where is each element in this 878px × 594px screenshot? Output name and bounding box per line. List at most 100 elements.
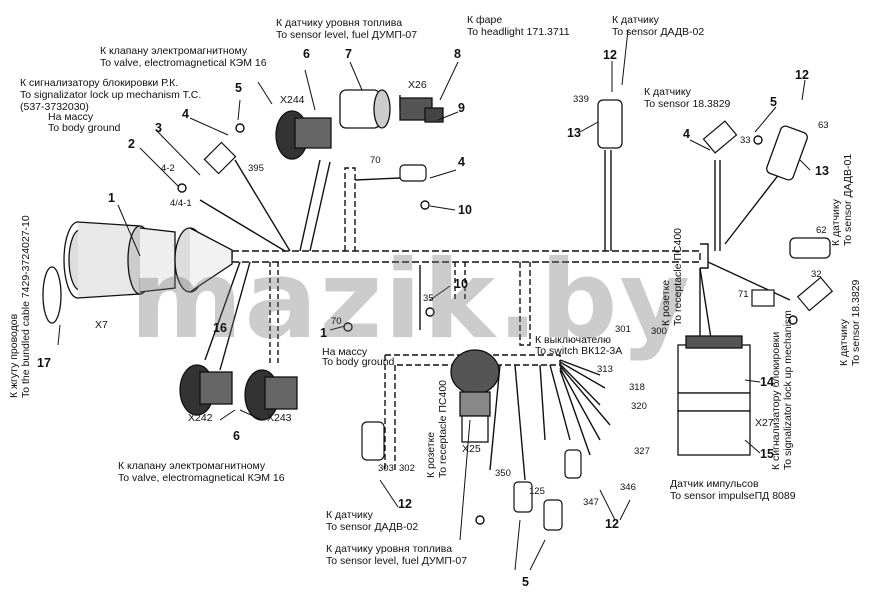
branch-x244 (299, 159, 331, 252)
label-signal-left-en: To signalizator lock up mechanism T.C. (20, 89, 202, 101)
connector-x243: X243 (267, 412, 292, 424)
wire-327: 327 (634, 446, 650, 457)
callout-5c: 5 (522, 575, 529, 589)
wire-303: 303 (378, 463, 394, 474)
callout-12a: 12 (603, 48, 617, 62)
wire-4-4-1: 4/4-1 (170, 198, 192, 209)
wire-339: 339 (573, 94, 589, 105)
label-dadv-top-en: To sensor ДАДВ-02 (612, 26, 705, 38)
x25-receptacle (450, 349, 500, 443)
callout-13a: 13 (567, 126, 581, 140)
wire-301: 301 (615, 324, 631, 335)
vlabel-receptacle-right-ru: К розетке (660, 279, 672, 326)
label-valve-top-ru: К клапану электромагнитному (100, 45, 248, 57)
label-sensor18-top-ru: К датчику (644, 86, 691, 98)
vlabel-receptacle-mid-ru: К розетке (425, 431, 437, 478)
wire-347: 347 (583, 497, 599, 508)
label-fuel-top-ru: К датчику уровня топлива (276, 17, 403, 29)
wire-4-2: 4-2 (161, 163, 175, 174)
label-valve-top-en: To valve, electromagnetical КЭМ 16 (100, 57, 267, 69)
label-ground-top-ru: На массу (48, 111, 94, 123)
label-dadv-top-ru: К датчику (612, 14, 659, 26)
callout-16: 16 (213, 321, 227, 335)
branch-mid (454, 262, 466, 300)
watermark: mazik.by (130, 238, 692, 363)
label-valve-bottom-en: To valve, electromagnetical КЭМ 16 (118, 472, 285, 484)
wire-346: 346 (620, 482, 636, 493)
callout-14: 14 (760, 375, 774, 389)
vlabel-dadv-right-en: To sensor ДАДВ-01 (842, 153, 854, 246)
callout-5a: 5 (235, 81, 242, 95)
connector-x25: X25 (462, 443, 481, 455)
sensor-62 (789, 237, 831, 259)
label-valve-bottom-ru: К клапану электромагнитному (118, 460, 266, 472)
callout-10b: 10 (454, 277, 468, 291)
vlabel-sensor18-right-en: To sensor 18.3829 (850, 279, 862, 366)
label-fuel-top-en: To sensor level, fuel ДУМП-07 (276, 29, 418, 41)
label-headlight-ru: К фаре (467, 14, 503, 26)
vlabel-signal-right-en: To signalizator lock up mechanism (782, 310, 794, 470)
branch-x243 (269, 262, 279, 365)
branch-right-lower (699, 261, 791, 346)
sensor-13-right (766, 125, 808, 181)
branch-sensor-18 (714, 160, 721, 251)
branch-fuel-bottom (489, 364, 526, 481)
connector-x244: X244 (280, 94, 305, 106)
connector-x26: X26 (408, 79, 427, 91)
branch-ground (199, 159, 291, 252)
label-sensor18-top-en: To sensor 18.3829 (644, 98, 731, 110)
callout-4c: 4 (683, 127, 690, 141)
wire-125: 125 (529, 486, 545, 497)
callout-12d: 12 (605, 517, 619, 531)
branch-x26 (344, 167, 356, 251)
wire-302: 302 (399, 463, 415, 474)
wire-63: 63 (818, 120, 829, 131)
wire-300: 300 (651, 326, 667, 337)
branch-center (519, 262, 531, 346)
callout-13b: 13 (815, 164, 829, 178)
wire-320: 320 (631, 401, 647, 412)
callout-4b: 4 (458, 155, 465, 169)
callout-1b: 1 (320, 326, 327, 340)
label-fuel-bottom-en: To sensor level, fuel ДУМП-07 (326, 555, 468, 567)
callout-5b: 5 (770, 95, 777, 109)
wire-32: 32 (811, 269, 822, 280)
wire-318: 318 (629, 382, 645, 393)
callout-2: 2 (128, 137, 135, 151)
callout-6b: 6 (233, 429, 240, 443)
vlabel-bundled-ru: К жгуту проводов (8, 313, 20, 398)
vlabel-receptacle-right-en: To receptacle ПС400 (672, 227, 684, 326)
connector-x7: X7 (95, 319, 108, 331)
wire-313: 313 (597, 364, 613, 375)
label-signal-left-ru: К сигнализатору блокировки Р.К. (20, 77, 179, 89)
callout-7: 7 (345, 47, 352, 61)
wire-350: 350 (495, 468, 511, 479)
label-signal-left-part: (537-3732030) (20, 101, 89, 113)
wire-71: 71 (738, 289, 749, 300)
callout-9: 9 (458, 101, 465, 115)
block-x27 (677, 335, 751, 456)
callout-17: 17 (37, 356, 51, 370)
branch-lower-left (204, 261, 251, 371)
callout-12c: 12 (398, 497, 412, 511)
branch-headlight (604, 150, 612, 251)
label-ground-mid-en: To body ground (322, 356, 395, 368)
sensor-13-left (597, 99, 623, 149)
callout-15: 15 (760, 447, 774, 461)
label-ground-mid-ru: На массу (322, 346, 368, 358)
vlabel-dadv-right-ru: К датчику (830, 199, 842, 246)
callout-3: 3 (155, 121, 162, 135)
wire-62: 62 (816, 225, 827, 236)
wire-395: 395 (248, 163, 264, 174)
label-dadv-bottom-ru: К датчику (326, 509, 373, 521)
callout-10a: 10 (458, 203, 472, 217)
branch-left (384, 355, 396, 470)
wire-70a: 70 (370, 155, 381, 166)
label-impulse-ru: Датчик импульсов (670, 478, 759, 490)
vlabel-sensor18-right-ru: К датчику (838, 319, 850, 366)
label-impulse-en: To sensor impulseПД 8089 (670, 490, 796, 502)
label-switch-ru: К выключателю (535, 334, 611, 346)
connector-x242: X242 (188, 412, 213, 424)
label-switch-en: To switch ВК12-3А (535, 345, 623, 357)
